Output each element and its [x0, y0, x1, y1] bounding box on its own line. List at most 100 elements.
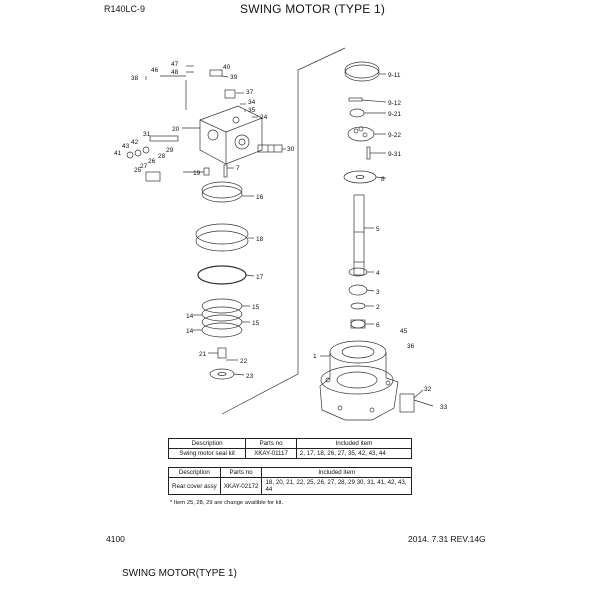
callout-18: 18 [256, 236, 264, 243]
callout-46: 46 [151, 67, 159, 74]
page-caption: SWING MOTOR(TYPE 1) [122, 568, 237, 579]
callout-38: 38 [131, 75, 139, 82]
assembly-guide-line [221, 47, 346, 415]
part-2 [350, 302, 366, 310]
callout-4: 4 [376, 270, 380, 277]
part-9-31 [366, 146, 371, 160]
part-5-shaft [353, 194, 365, 276]
kit-parts-no: XKAY-01117 [245, 448, 297, 459]
part-9-22 [347, 126, 375, 142]
callout-7: 7 [236, 165, 240, 172]
callout-31: 31 [143, 131, 151, 138]
callout-33: 33 [440, 404, 448, 411]
part-31 [149, 135, 179, 142]
callout-9-12: 9-12 [388, 100, 401, 107]
kit-included: 18, 20, 21, 22, 25, 26, 27, 28, 29 30, 3… [261, 477, 412, 495]
callout-8: 8 [381, 176, 385, 183]
callout-23: 23 [246, 373, 254, 380]
part-9-11 [344, 64, 380, 82]
callout-29: 29 [166, 147, 174, 154]
part-32 [399, 393, 415, 413]
callout-9-11: 9-11 [388, 72, 401, 79]
part-15 [201, 298, 243, 314]
callout-9-31: 9-31 [388, 151, 401, 158]
part-37 [224, 89, 236, 99]
model-label: R140LC-9 [104, 4, 146, 14]
callout-20: 20 [172, 126, 180, 133]
callout-43: 43 [122, 143, 130, 150]
callout-32: 32 [424, 386, 432, 393]
callout-26: 26 [148, 158, 156, 165]
table-row: Rear cover assy XKAY-02172 18, 20, 21, 2… [168, 477, 412, 495]
callout-6: 6 [376, 322, 380, 329]
seal-kit-table: Description Parts no Included item Swing… [167, 438, 413, 459]
part-8 [343, 170, 377, 184]
part-14 [201, 314, 243, 330]
callout-37: 37 [246, 89, 254, 96]
callout-24: 24 [260, 114, 268, 121]
callout-19: 19 [193, 170, 201, 177]
part-6 [350, 319, 366, 329]
part-23 [209, 368, 235, 380]
callout-35: 35 [248, 107, 256, 114]
part-16 [201, 185, 243, 203]
callout-36: 36 [407, 343, 415, 350]
kit-description: Swing motor seal kit [167, 448, 247, 459]
callout-45: 45 [400, 328, 408, 335]
rear-cover-table: Description Parts no Included item Rear … [168, 467, 412, 495]
header-description: Description [168, 467, 221, 478]
kit-note: * Item 25, 28, 29 are change availible f… [170, 500, 284, 506]
part-9-12 [348, 97, 363, 102]
callout-41: 41 [114, 150, 122, 157]
kit-parts-no: XKAY-02172 [219, 477, 263, 495]
callout-48: 48 [171, 69, 179, 76]
kit-description: Rear cover assy [168, 477, 221, 495]
header-included: Included item [295, 438, 413, 449]
callout-47: 47 [171, 61, 179, 68]
page-number: 4100 [106, 534, 125, 544]
callout-16: 16 [256, 194, 264, 201]
callout-15a: 15 [252, 304, 260, 311]
callout-9-22: 9-22 [388, 132, 401, 139]
callout-34: 34 [248, 99, 256, 106]
callout-17: 17 [256, 274, 264, 281]
callout-labels: 9-11 9-12 9-21 9-22 9-31 8 5 4 3 2 6 45 … [114, 61, 448, 411]
part-1-housing [319, 340, 399, 421]
callout-21: 21 [199, 351, 207, 358]
callout-5: 5 [376, 226, 380, 233]
callout-30: 30 [287, 146, 295, 153]
callout-25: 25 [134, 167, 142, 174]
kit-included: 2, 17, 18, 26, 27, 35, 42, 43, 44 [295, 448, 413, 459]
callout-14b: 14 [186, 328, 194, 335]
part-19 [203, 167, 210, 176]
part-18 [195, 223, 249, 245]
part-7 [223, 164, 228, 178]
callout-22: 22 [240, 358, 248, 365]
callout-27: 27 [140, 163, 148, 170]
part-25 [145, 171, 161, 182]
part-40 [209, 69, 223, 77]
callout-39: 39 [230, 74, 238, 81]
part-20-rear-cover [199, 105, 263, 165]
callout-1: 1 [313, 353, 317, 360]
callout-2: 2 [376, 304, 380, 311]
part-21 [217, 347, 227, 359]
callout-15b: 15 [252, 320, 260, 327]
table-row: Swing motor seal kit XKAY-01117 2, 17, 1… [167, 448, 413, 459]
part-3 [348, 284, 368, 296]
callout-42: 42 [131, 139, 139, 146]
part-30 [257, 144, 283, 153]
header-description: Description [167, 438, 247, 449]
callout-28: 28 [158, 153, 166, 160]
callout-9-21: 9-21 [388, 111, 401, 118]
revision-date: 2014. 7.31 REV.14G [408, 534, 486, 544]
callout-14a: 14 [186, 313, 194, 320]
page-title: SWING MOTOR (TYPE 1) [240, 2, 386, 16]
callout-40: 40 [223, 64, 231, 71]
callout-3: 3 [376, 289, 380, 296]
header-parts-no: Parts no [219, 467, 263, 478]
part-17 [197, 265, 247, 285]
header-parts-no: Parts no [245, 438, 297, 449]
part-9-21 [349, 108, 365, 118]
